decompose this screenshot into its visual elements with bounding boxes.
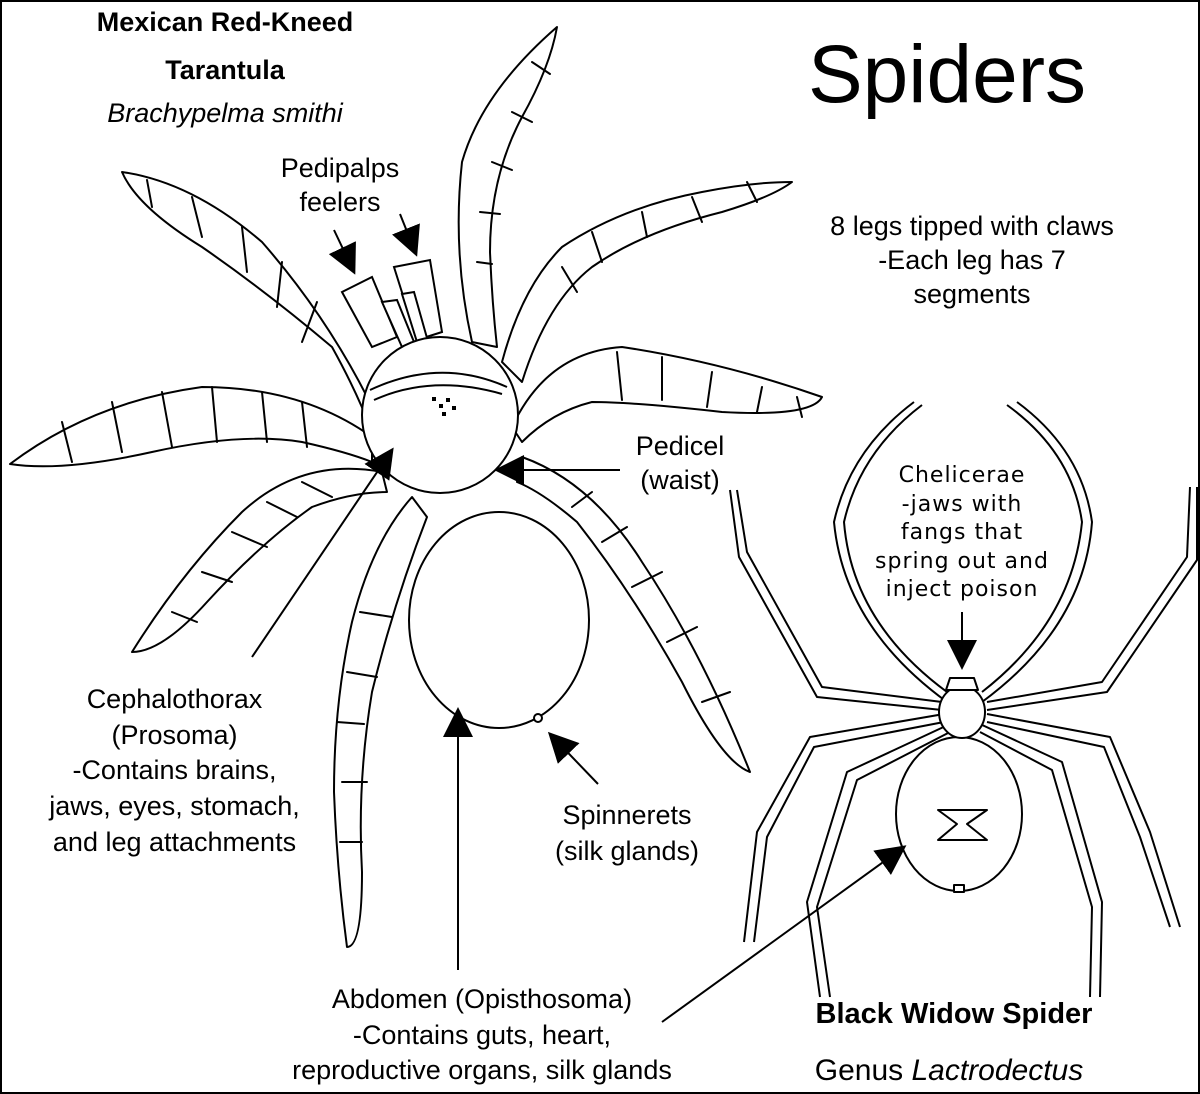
pedicel-label: Pedicel (waist) <box>600 430 760 498</box>
black-widow-leg <box>986 713 1181 928</box>
chelicerae-label-line: Chelicerae <box>898 463 1026 488</box>
black-widow-leg <box>729 489 943 711</box>
black-widow-abdomen-arrow <box>661 845 907 1023</box>
pedipalps-arrow-left <box>328 229 356 275</box>
chelicerae-label-line: inject poison <box>885 577 1039 603</box>
tarantula-pedipalps <box>340 258 444 349</box>
tarantula-cephalothorax <box>361 336 519 494</box>
genus-name: Lactrodectus <box>911 1054 1084 1087</box>
tarantula-leg <box>121 171 378 433</box>
pedipalps-label: Pedipalps feelers <box>230 152 450 220</box>
cephalothorax-label-line: Cephalothorax <box>86 684 263 714</box>
tarantula-drawing <box>9 26 823 948</box>
cephalothorax-label-line: jaws, eyes, stomach, <box>49 790 300 821</box>
chelicerae-label: Chelicerae -jaws with fangs that spring … <box>857 462 1067 605</box>
chelicerae-label-line: spring out and <box>875 548 1049 574</box>
black-widow-leg <box>979 723 1103 998</box>
cephalothorax-label-line: and leg attachments <box>52 826 297 857</box>
tarantula-name-line2: Tarantula <box>165 54 285 85</box>
black-widow-cephalothorax <box>938 685 986 739</box>
black-widow-drawing <box>729 401 1198 998</box>
tarantula-spinneret <box>533 713 543 723</box>
cephalothorax-arrow <box>251 447 394 658</box>
tarantula-leg <box>333 496 428 948</box>
label-pointers <box>251 213 977 1023</box>
black-widow-leg <box>986 486 1198 711</box>
black-widow-name: Black Widow Spider <box>815 998 1093 1030</box>
cephalothorax-label-line: (Prosoma) <box>111 719 238 750</box>
legs-label-line: -Each leg has 7 <box>878 244 1066 275</box>
abdomen-label-line: -Contains guts, heart, <box>352 1019 612 1050</box>
black-widow-leg <box>743 713 945 943</box>
pedipalps-label-line: feelers <box>299 186 381 217</box>
legs-label-line: 8 legs tipped with claws <box>830 211 1114 241</box>
cephalothorax-label-line: -Contains brains, <box>72 755 277 786</box>
legs-label: 8 legs tipped with claws -Each leg has 7… <box>782 210 1162 311</box>
abdomen-label: Abdomen (Opisthosoma) -Contains guts, he… <box>232 982 732 1089</box>
chelicerae-label-line: -jaws with <box>901 491 1023 517</box>
spinnerets-label-line: (silk glands) <box>554 835 700 866</box>
tarantula-leg <box>457 26 558 348</box>
tarantula-leg <box>501 181 793 383</box>
tarantula-name-line1: Mexican Red-Kneed <box>96 7 354 37</box>
hourglass-marking <box>937 809 988 841</box>
pedicel-label-line: (waist) <box>640 464 720 495</box>
tarantula-abdomen <box>408 511 590 729</box>
black-widow-abdomen <box>895 736 1023 892</box>
genus-prefix: Genus <box>814 1054 904 1087</box>
tarantula-legs <box>9 26 823 948</box>
page-title: Spiders <box>807 29 1087 120</box>
black-widow-chelicerae-shape <box>945 677 979 691</box>
abdomen-label-line: reproductive organs, silk glands <box>292 1055 672 1086</box>
chelicerae-label-line: fangs that <box>900 520 1024 546</box>
pedipalps-arrow-right <box>392 213 420 257</box>
tarantula-leg <box>511 346 823 443</box>
pedicel-label-line: Pedicel <box>635 431 725 461</box>
abdomen-label-line: Abdomen (Opisthosoma) <box>331 984 633 1014</box>
black-widow-leg <box>806 723 951 998</box>
spinnerets-label-line: Spinnerets <box>562 800 692 830</box>
tarantula-leg <box>9 386 373 468</box>
black-widow-leg <box>833 401 948 703</box>
black-widow-genus: Genus Lactrodectus <box>754 1052 1144 1090</box>
tarantula-leg <box>516 456 751 773</box>
spinnerets-arrow <box>547 731 599 785</box>
legs-label-line: segments <box>913 278 1031 309</box>
tarantula-eyes <box>432 397 456 416</box>
cephalothorax-label: Cephalothorax (Prosoma) -Contains brains… <box>12 682 337 860</box>
tarantula-species: Brachypelma smithi <box>107 98 343 128</box>
tarantula-leg <box>131 467 388 653</box>
tarantula-name: Mexican Red-Kneed Tarantula <box>40 6 410 88</box>
pedipalps-label-line: Pedipalps <box>280 153 400 183</box>
black-widow-leg <box>981 401 1093 703</box>
spinnerets-label: Spinnerets (silk glands) <box>522 798 732 869</box>
